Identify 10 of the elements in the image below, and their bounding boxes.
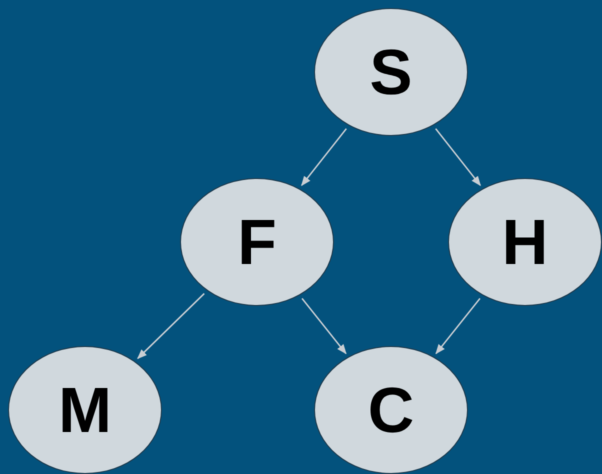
arrow bbox=[137, 293, 205, 360]
node-label: H bbox=[502, 210, 548, 274]
node-label: C bbox=[368, 378, 414, 442]
arrow bbox=[301, 298, 347, 354]
node-label: M bbox=[58, 378, 112, 442]
node-label: S bbox=[370, 40, 412, 104]
arrow bbox=[435, 298, 481, 354]
node-label: F bbox=[237, 210, 277, 274]
arrow bbox=[435, 128, 481, 186]
arrow bbox=[301, 128, 347, 186]
